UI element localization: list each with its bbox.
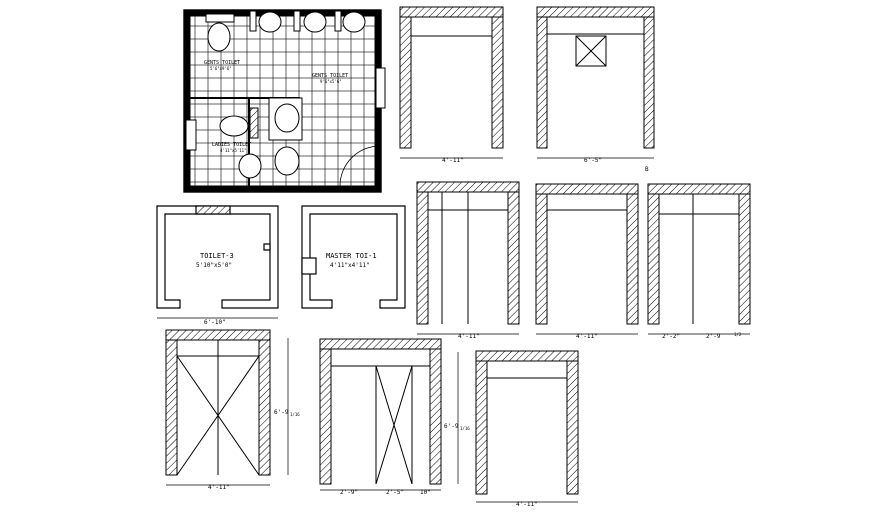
plan-bottom-wall xyxy=(183,185,382,193)
plan-basin-2 xyxy=(303,11,327,33)
plan-left-wall xyxy=(183,9,191,193)
elev7-width-2: 2'-5" xyxy=(386,489,404,496)
toilet3-name: TOILET-3 xyxy=(200,252,234,260)
elevation-1: 4'-11" xyxy=(399,6,504,164)
toilet-floor-plan: GENTS TOILET 5'6"x9'6" GENTS TOILET 9'6"… xyxy=(183,9,386,193)
master-toilet-plan: MASTER TOI-1 4'11"x4'11" xyxy=(301,205,406,309)
elev7-width-3: 10" xyxy=(420,489,431,496)
master-name: MASTER TOI-1 xyxy=(326,252,377,260)
plan-label-gents-b-size: 9'6"x5'6" xyxy=(320,79,342,84)
plan-hatched-wall xyxy=(249,107,259,139)
elevation-3: 4'-11" xyxy=(416,181,520,340)
plan-right-window xyxy=(375,67,386,109)
toilet3-walls xyxy=(156,205,279,309)
elev8-width: 4'-11" xyxy=(516,501,538,508)
elev7-width-1: 2'-9" xyxy=(340,489,358,496)
plan-label-gents-a: GENTS TOILET xyxy=(204,60,240,66)
toilet3-dim: 6'-10" xyxy=(204,319,226,326)
elev7-height-frac: 1/16 xyxy=(460,426,470,431)
elevation-5: 2'-2" 2'-9 1/2 xyxy=(647,183,751,340)
elev1-width: 4'-11" xyxy=(442,157,464,164)
plan-urinal-1 xyxy=(274,103,300,133)
elev4-width: 4'-11" xyxy=(576,333,598,340)
elevation-2: 6'-5" B xyxy=(536,6,655,173)
elev6-height-frac: 1/16 xyxy=(290,412,300,417)
plan-basin-3 xyxy=(342,11,366,33)
elev5-width-right: 2'-9 xyxy=(706,333,721,340)
plan-label-gents-b: GENTS TOILET xyxy=(312,73,348,79)
plan-divider-2 xyxy=(293,10,301,32)
plan-wc-ladies xyxy=(219,115,249,137)
plan-basin-ladies xyxy=(238,153,262,179)
plan-ladies-window xyxy=(185,119,197,151)
elev2-mark: B xyxy=(645,166,649,173)
plan-urinal-2 xyxy=(274,146,300,176)
elev6-width: 4'-11" xyxy=(208,484,230,491)
master-size: 4'11"x4'11" xyxy=(330,262,370,269)
toilet3-vent xyxy=(263,243,271,251)
elev5-width-right-frac: 1/2 xyxy=(734,332,742,337)
plan-label-ladies-size: 4'11"x5'11" xyxy=(220,148,247,153)
elevation-4: 4'-11" xyxy=(535,183,639,340)
plan-wc-gents xyxy=(207,22,231,52)
plan-basin-1 xyxy=(258,11,282,33)
plan-label-ladies: LADIES TOILET xyxy=(212,142,251,148)
master-walls xyxy=(301,205,406,309)
plan-door-swing xyxy=(339,145,381,187)
plan-divider-1 xyxy=(249,10,257,32)
plan-label-gents-a-size: 5'6"x9'6" xyxy=(210,66,232,71)
elevation-8: 4'-11" xyxy=(475,350,579,508)
toilet3-plan: TOILET-3 5'10"x5'0" 6'-10" xyxy=(156,205,279,326)
elev6-height: 6'-9 xyxy=(274,409,289,416)
plan-divider-3 xyxy=(334,10,342,32)
elev7-height: 6'-9 xyxy=(444,423,459,430)
master-fixture xyxy=(301,257,317,275)
toilet3-size: 5'10"x5'0" xyxy=(196,262,232,269)
toilet3-window xyxy=(195,205,231,215)
elevation-6: 4'-11" 6'-9 1/16 xyxy=(165,329,300,491)
elev2-width: 6'-5" xyxy=(584,157,602,164)
elevation-7: 2'-9" 2'-5" 10" 6'-9 1/16 xyxy=(319,338,470,496)
plan-cistern xyxy=(205,13,235,23)
elev3-width: 4'-11" xyxy=(458,333,480,340)
elev5-width-left: 2'-2" xyxy=(662,333,680,340)
